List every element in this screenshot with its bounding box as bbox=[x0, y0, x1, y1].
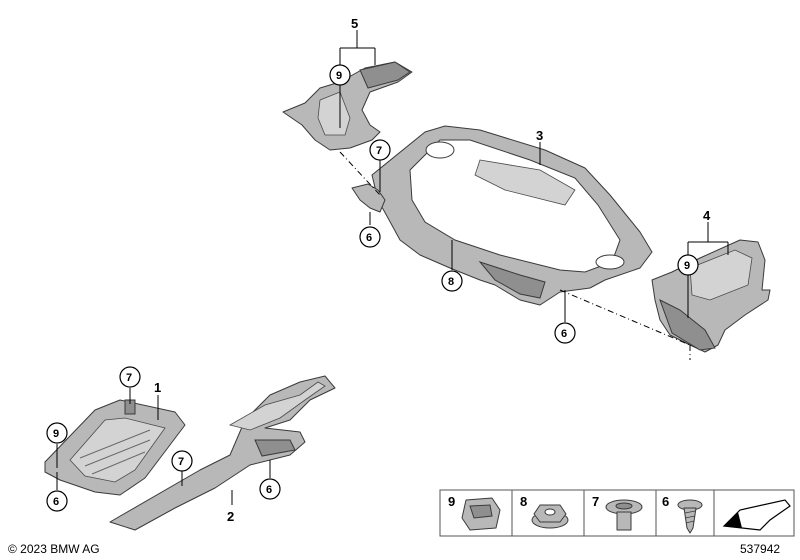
callout-circle bbox=[677, 254, 699, 276]
callout-5: 5 bbox=[351, 16, 358, 31]
diagram-id: 537942 bbox=[740, 542, 780, 556]
callout-2: 2 bbox=[227, 509, 234, 524]
part-2-side-rail[interactable] bbox=[109, 375, 336, 531]
callout-3: 3 bbox=[536, 128, 543, 143]
clip-nut-icon bbox=[461, 497, 501, 531]
callout-circle bbox=[441, 270, 463, 292]
part-1-floor-panel[interactable] bbox=[44, 399, 186, 496]
callout-circle bbox=[554, 322, 576, 344]
part-5-left-bracket[interactable] bbox=[282, 61, 413, 151]
callout-circle bbox=[119, 366, 141, 388]
screw-icon bbox=[677, 499, 703, 534]
legend-num-9: 9 bbox=[448, 494, 455, 509]
expansion-rivet-icon bbox=[605, 499, 643, 531]
fastener-legend: 9 8 7 6 bbox=[439, 489, 795, 537]
callout-7-lower-left: 7 bbox=[126, 372, 132, 384]
legend-num-8: 8 bbox=[520, 494, 527, 509]
leader-lines bbox=[56, 30, 729, 505]
callout-7-upper: 7 bbox=[376, 145, 382, 157]
callout-6-lower-right: 6 bbox=[266, 484, 272, 496]
callout-circle bbox=[359, 226, 381, 248]
callout-8: 8 bbox=[448, 276, 454, 288]
callout-circle bbox=[329, 64, 351, 86]
legend-num-6: 6 bbox=[662, 494, 669, 509]
callout-7-lower: 7 bbox=[178, 456, 184, 468]
callout-circle bbox=[259, 478, 281, 500]
callout-circle bbox=[46, 490, 68, 512]
callout-9-lower: 9 bbox=[53, 428, 59, 440]
callout-4: 4 bbox=[703, 208, 711, 223]
hex-nut-icon bbox=[531, 504, 569, 529]
callout-circle bbox=[171, 450, 193, 472]
direction-arrow-icon bbox=[722, 499, 791, 531]
callout-6-upper: 6 bbox=[366, 232, 372, 244]
callout-9-right: 9 bbox=[684, 260, 690, 272]
callout-6-lower-left: 6 bbox=[53, 496, 59, 508]
legend-num-7: 7 bbox=[592, 494, 599, 509]
callout-9-left: 9 bbox=[336, 70, 342, 82]
copyright-text: © 2023 BMW AG bbox=[8, 542, 100, 556]
callout-circle bbox=[46, 422, 68, 444]
callout-circle bbox=[369, 139, 391, 161]
part-3-trunk-floor-frame[interactable] bbox=[371, 125, 653, 306]
callout-1: 1 bbox=[154, 380, 161, 395]
part-4-right-bracket[interactable] bbox=[651, 239, 771, 353]
callout-6-middle: 6 bbox=[561, 328, 567, 340]
